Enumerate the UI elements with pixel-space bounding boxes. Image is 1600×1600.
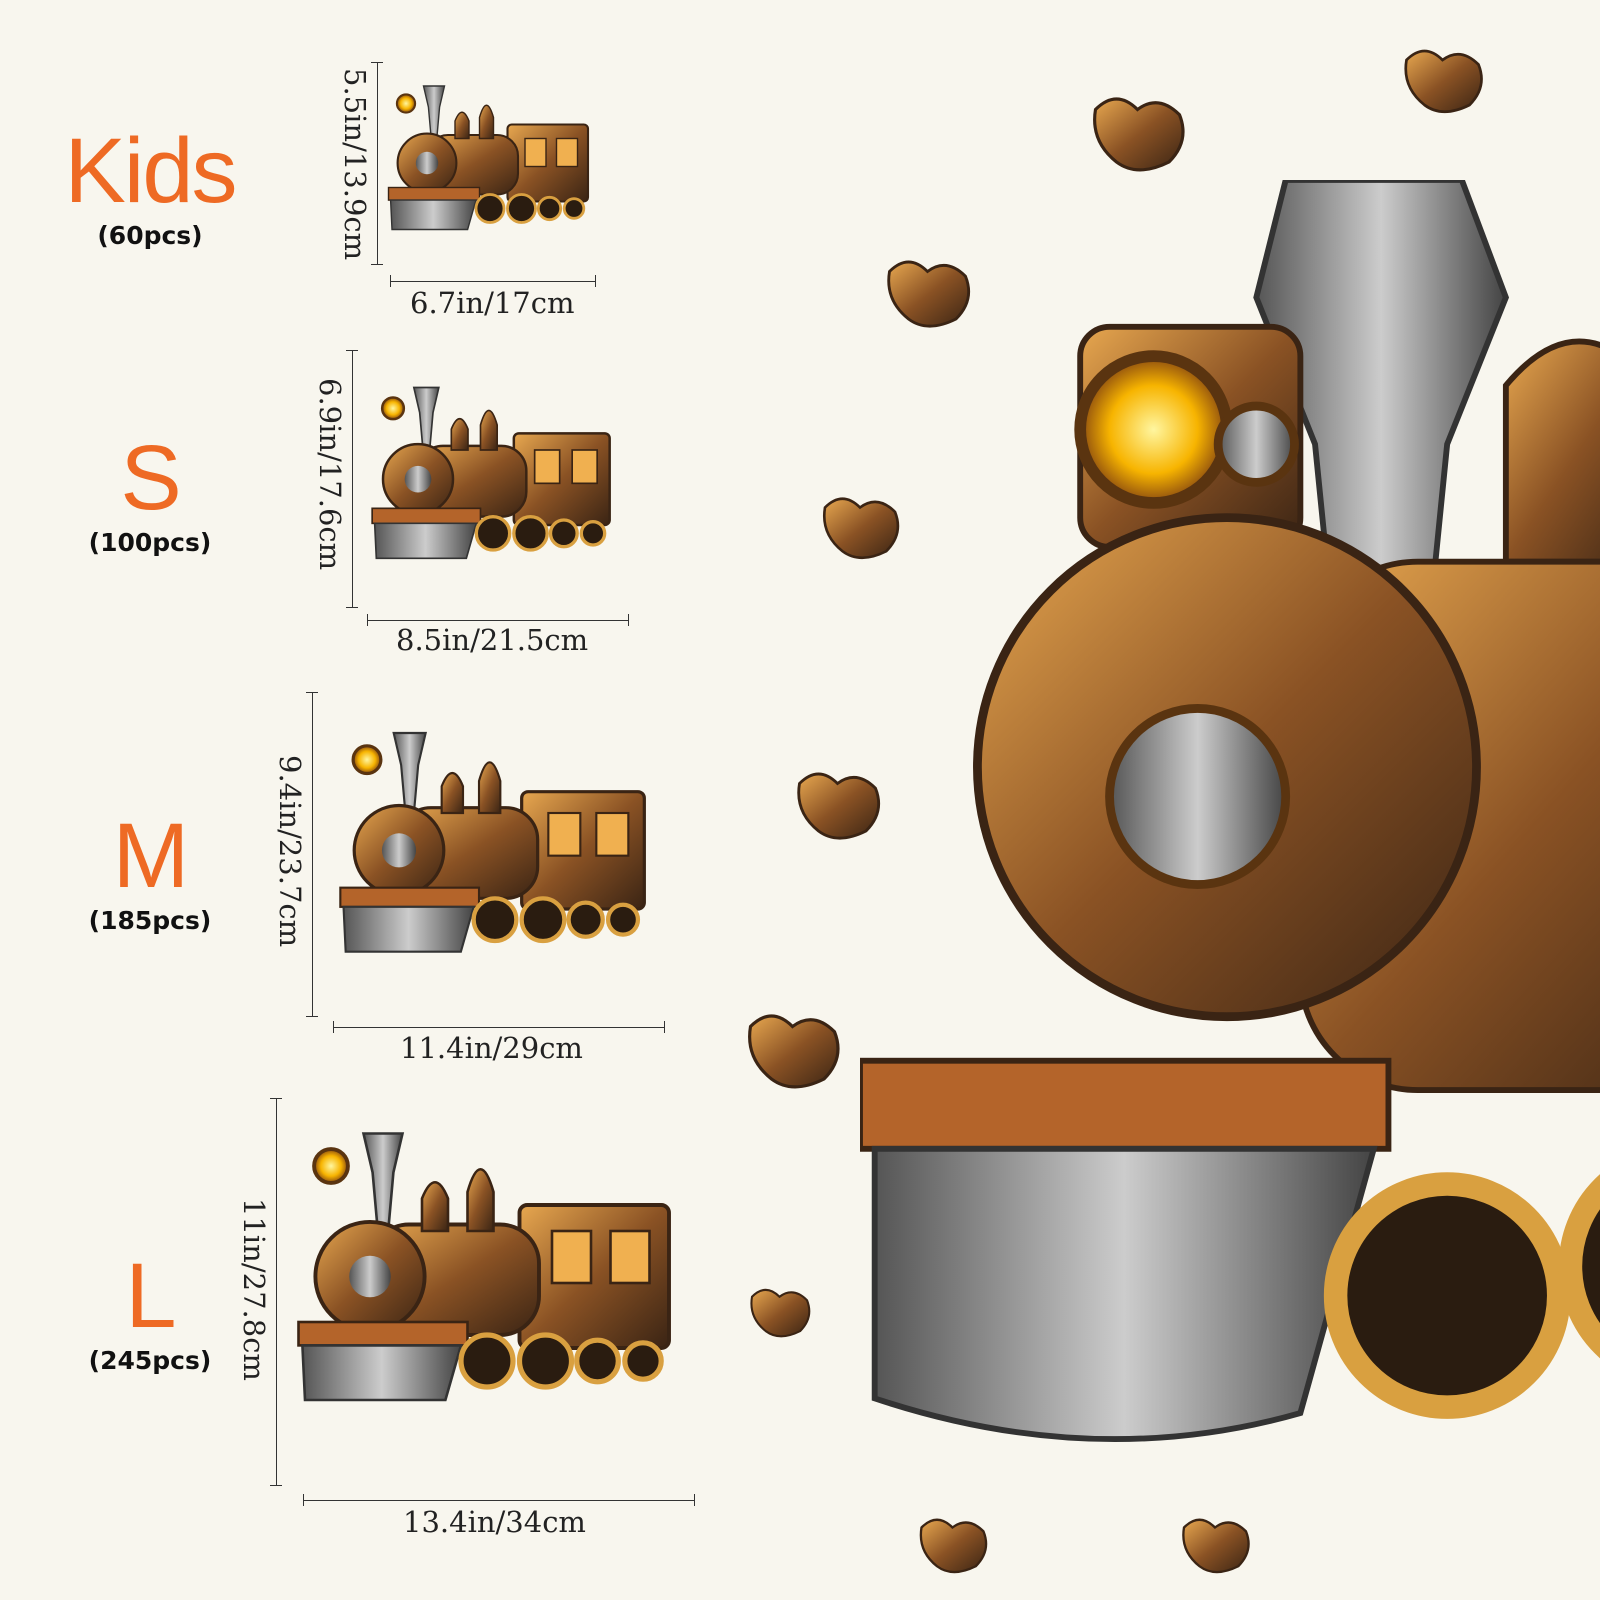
width-dimension: 8.5in/21.5cm (396, 623, 589, 657)
train-image-m (335, 715, 655, 975)
height-dimension: 6.9in/17.6cm (313, 378, 347, 571)
size-s: S (100pcs) (40, 432, 260, 557)
width-dimension-line (367, 614, 629, 626)
size-l: L (245pcs) (40, 1250, 260, 1375)
puzzle-piece-gear (790, 755, 885, 850)
width-dimension: 13.4in/34cm (403, 1505, 586, 1539)
puzzle-piece (1155, 1512, 1275, 1574)
piece-count: (60pcs) (97, 221, 203, 250)
train-image-kids (385, 72, 595, 247)
size-label: S (120, 427, 181, 529)
puzzle-piece (1395, 42, 1490, 114)
size-label: L (125, 1245, 176, 1347)
puzzle-piece (800, 490, 920, 560)
height-dimension: 11in/27.8cm (237, 1198, 271, 1381)
puzzle-piece-headphones (1085, 78, 1190, 183)
size-kids: Kids (60pcs) (40, 125, 260, 250)
train-image-l (292, 1110, 682, 1430)
piece-count: (100pcs) (88, 528, 212, 557)
puzzle-piece (722, 1283, 837, 1338)
train-closeup-image (860, 180, 1600, 1443)
size-label: Kids (64, 120, 238, 222)
width-dimension-line (303, 1494, 695, 1506)
size-m: M (185pcs) (40, 810, 260, 935)
width-dimension-line (390, 275, 596, 287)
train-image-s (368, 370, 618, 580)
width-dimension-line (333, 1021, 665, 1033)
puzzle-piece (880, 248, 975, 333)
puzzle-piece (885, 1512, 1020, 1574)
height-dimension-line (346, 350, 358, 608)
height-dimension-line (270, 1098, 282, 1486)
height-dimension-line (371, 62, 383, 265)
height-dimension: 9.4in/23.7cm (273, 755, 307, 948)
width-dimension: 6.7in/17cm (410, 286, 575, 320)
piece-count: (185pcs) (88, 906, 212, 935)
puzzle-piece-rocking-horse (740, 1005, 845, 1090)
size-label: M (112, 805, 190, 907)
height-dimension-line (306, 692, 318, 1017)
height-dimension: 5.5in/13.9cm (338, 68, 372, 261)
width-dimension: 11.4in/29cm (400, 1031, 583, 1065)
piece-count: (245pcs) (88, 1346, 212, 1375)
